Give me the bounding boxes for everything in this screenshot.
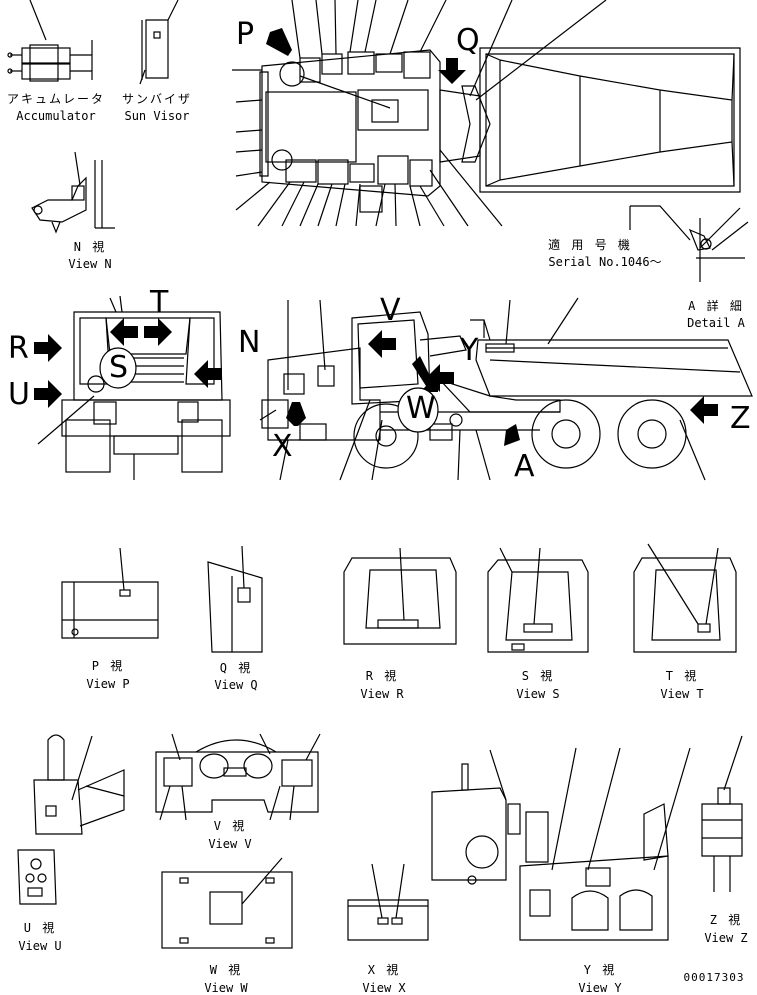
view-letter-w: W: [406, 391, 436, 426]
accumulator-label-en: Accumulator: [16, 109, 96, 123]
arrow-t-right: [144, 318, 172, 346]
view-u-label-jp: U 視: [23, 921, 57, 935]
big-letter-shapes: [99, 347, 439, 433]
view-letter-u: U: [8, 377, 30, 412]
detail-a-drawing: [629, 205, 749, 282]
view-x-label-jp: X 視: [367, 963, 401, 977]
arrow-n: [194, 360, 222, 388]
side-view-drawing: [259, 297, 753, 481]
view-v-label-jp: V 視: [213, 819, 247, 833]
view-z-drawing: [701, 735, 743, 892]
arrow-t-left: [110, 318, 138, 346]
arrow-p: [266, 28, 292, 56]
view-r-label-jp: R 視: [365, 669, 399, 683]
arrow-q: [438, 58, 466, 84]
view-v-label-en: View V: [208, 837, 252, 851]
view-n-label-en: View N: [68, 257, 112, 271]
view-r-label-en: View R: [360, 687, 404, 701]
view-s-drawing: [487, 547, 589, 653]
accumulator-label-jp: アキュムレータ: [6, 92, 105, 106]
view-r-drawing: [343, 547, 457, 645]
arrow-v: [368, 330, 396, 358]
view-y-drawing: [431, 747, 691, 941]
view-p-drawing: [61, 547, 159, 639]
view-z-label-en: View Z: [704, 931, 748, 945]
view-s-label-jp: S 視: [521, 669, 555, 683]
sun-visor-label-jp: サンバイザ: [121, 92, 192, 106]
view-letter-p: P: [236, 17, 255, 52]
arrow-w: [412, 356, 438, 392]
sun-visor-drawing: [139, 0, 179, 85]
view-letter-v: V: [380, 293, 401, 328]
view-p-label-en: View P: [86, 677, 130, 691]
serial-label-en: Serial No.1046～: [548, 255, 662, 269]
view-q-label-jp: Q 視: [219, 661, 253, 675]
view-p-label-jp: P 視: [91, 659, 125, 673]
detail-a-label-jp: A 詳 細: [688, 299, 744, 313]
view-w-label-en: View W: [204, 981, 248, 995]
arrow-a: [504, 424, 520, 446]
view-v-drawing: [155, 733, 321, 821]
view-letter-z: Z: [730, 401, 751, 436]
view-w-label-jp: W 視: [209, 963, 243, 977]
view-q-label-en: View Q: [214, 678, 258, 692]
view-u-drawing: [17, 734, 125, 905]
drawing-number: 00017303: [683, 971, 745, 984]
view-w-drawing: [161, 857, 293, 949]
view-q-drawing: [207, 545, 263, 653]
view-s-label-en: View S: [516, 687, 560, 701]
view-n-label-jp: N 視: [73, 240, 107, 254]
view-letter-r: R: [8, 331, 29, 366]
front-view-drawing: [37, 295, 231, 480]
arrow-u: [34, 380, 62, 408]
accumulator-drawing: [7, 0, 93, 82]
view-x-drawing: [347, 863, 429, 941]
view-t-label-jp: T 視: [665, 669, 699, 683]
view-letter-n: N: [238, 325, 261, 360]
top-view-drawing: [232, 0, 741, 227]
view-n-drawing: [31, 151, 115, 234]
view-y-label-en: View Y: [578, 981, 622, 995]
serial-label-jp: 適 用 号 機: [548, 238, 632, 252]
detail-a-label-en: Detail A: [687, 316, 745, 330]
arrow-r: [34, 334, 62, 362]
view-x-label-en: View X: [362, 981, 406, 995]
arrow-z: [690, 396, 718, 424]
view-letter-s: S: [109, 350, 129, 385]
view-letter-t: T: [150, 285, 169, 320]
view-z-label-jp: Z 視: [709, 913, 743, 927]
sun-visor-label-en: Sun Visor: [124, 109, 190, 123]
view-arrows: [34, 28, 718, 446]
view-letter-x: X: [272, 429, 293, 464]
view-letter-q: Q: [456, 23, 480, 58]
view-letter-a: A: [514, 449, 535, 484]
view-y-label-jp: Y 視: [583, 963, 617, 977]
view-t-label-en: View T: [660, 687, 704, 701]
arrow-x: [286, 402, 306, 426]
view-u-label-en: View U: [18, 939, 62, 953]
view-t-drawing: [633, 543, 737, 653]
view-letter-y: Y: [460, 333, 479, 368]
